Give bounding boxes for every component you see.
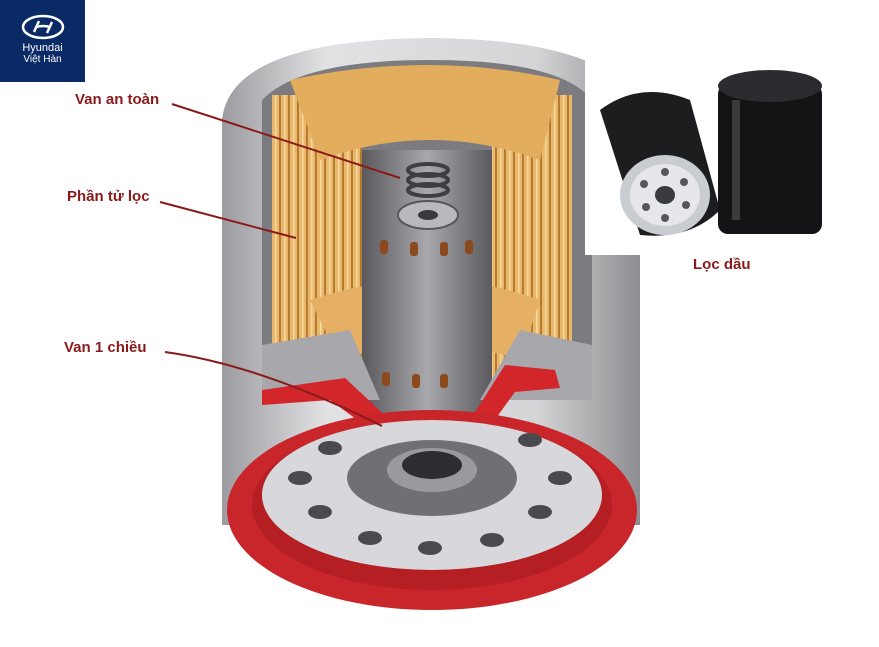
inset-caption: Lọc dầu	[693, 256, 751, 273]
logo-branch: Việt Hàn	[23, 54, 62, 65]
base-holes	[288, 433, 572, 555]
hyundai-logo: Hyundai Việt Hàn	[0, 0, 85, 82]
inset-filter-left	[600, 92, 720, 236]
check-valve-left	[262, 378, 390, 440]
hyundai-h-icon	[21, 14, 64, 40]
inset-filter-right	[718, 70, 822, 234]
safety-valve-spring	[406, 162, 450, 198]
leader-safety-valve	[171, 103, 401, 179]
label-check-valve: Van 1 chiều	[64, 339, 147, 356]
logo-brand: Hyundai	[22, 42, 63, 54]
label-filter-element: Phần tử lọc	[67, 188, 150, 205]
filter-paper-top	[290, 65, 560, 160]
leader-filter-element	[159, 201, 297, 239]
leader-check-valve	[164, 351, 383, 427]
label-safety-valve: Van an toàn	[75, 91, 160, 108]
